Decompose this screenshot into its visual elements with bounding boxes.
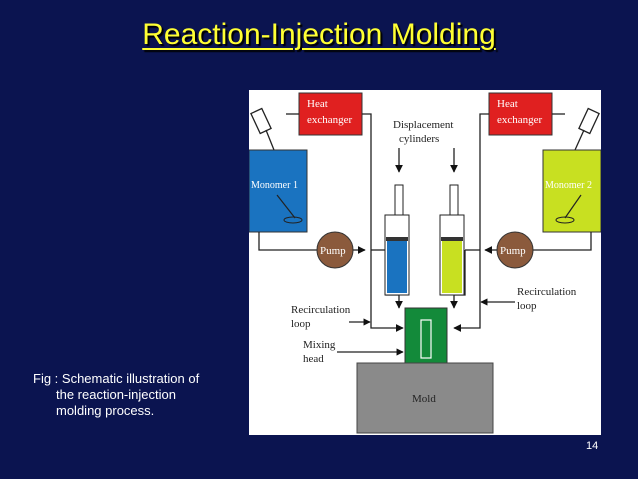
heat-exchanger-right-label-1: Heat	[497, 98, 518, 110]
pump-right	[496, 231, 534, 269]
displacement-cylinders-label-1: Displacement	[393, 119, 453, 131]
page-number: 14	[586, 440, 599, 452]
recirculation-loop-right-label-2: loop	[517, 300, 537, 312]
probe-left-icon	[250, 107, 275, 151]
slide-title: Reaction-Injection Molding	[142, 18, 496, 51]
mixing-head-label-1: Mixing	[303, 339, 336, 351]
heat-exchanger-left-label-1: Heat	[307, 98, 328, 110]
heat-exchanger-left	[298, 92, 363, 136]
heat-exchanger-left-label-2: exchanger	[307, 114, 353, 126]
recirculation-loop-left-label-1: Recirculation	[291, 304, 351, 316]
mixer-impeller-left-icon	[276, 194, 303, 224]
mixing-head-label-2: head	[303, 353, 324, 365]
mold	[356, 362, 494, 434]
caption-line-1: Fig : Schematic illustration of	[33, 371, 200, 386]
caption-line-3: molding process.	[56, 403, 155, 418]
monomer-1-tank	[249, 149, 308, 233]
recirculation-loop-left-label-2: loop	[291, 318, 311, 330]
pump-right-label: Pump	[500, 245, 526, 257]
monomer-1-label: Monomer 1	[251, 180, 298, 191]
figure-caption: Fig : Schematic illustration of the reac…	[33, 371, 233, 419]
mixing-head	[404, 307, 448, 364]
monomer-2-label: Monomer 2	[545, 180, 592, 191]
probe-right-icon	[574, 107, 600, 151]
caption-line-2: the reaction-injection	[56, 387, 176, 402]
recirculation-loop-right-label-1: Recirculation	[517, 286, 577, 298]
mixing-head-plunger-icon	[420, 319, 432, 359]
pump-left	[316, 231, 354, 269]
heat-exchanger-right-label-2: exchanger	[497, 114, 543, 126]
displacement-cylinder-left	[384, 184, 410, 296]
mixer-impeller-right-icon	[555, 194, 582, 224]
displacement-cylinder-right	[439, 184, 465, 296]
rim-schematic-diagram: Heat exchanger Heat exchanger Displaceme…	[249, 90, 601, 435]
mold-label: Mold	[412, 393, 436, 405]
displacement-cylinders-label-2: cylinders	[399, 133, 439, 145]
pump-left-label: Pump	[320, 245, 346, 257]
monomer-2-tank	[542, 149, 601, 233]
